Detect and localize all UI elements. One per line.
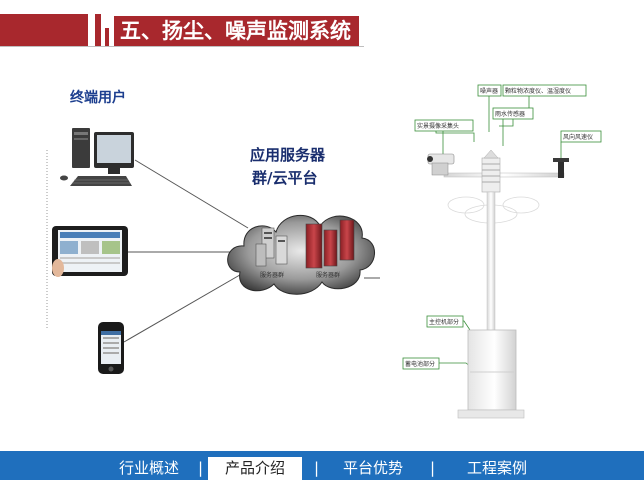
header-decor-band [0, 14, 88, 46]
server-rack-icon [255, 227, 288, 267]
header-decor-bar-short [105, 28, 109, 46]
sensor-arm [443, 172, 565, 178]
server-label-line2: 群/云平台 [252, 169, 318, 187]
link-phone [123, 271, 246, 343]
tab-industry-overview[interactable]: 行业概述 [118, 459, 179, 477]
wind-sensor-icon [553, 158, 569, 178]
desktop-computer-icon [60, 128, 134, 186]
page-title: 五、扬尘、噪声监测系统 [114, 16, 359, 46]
server-rack-red-icon [305, 219, 355, 269]
label-noise: 噪声器 [480, 87, 498, 95]
label-pm-temp-humidity: 颗粒物浓度仪、温湿度仪 [505, 87, 571, 95]
radiation-shield-icon [481, 149, 501, 193]
server-label-line1: 应用服务器 [250, 146, 326, 164]
monitoring-station: 噪声器 颗粒物浓度仪、温湿度仪 雨水传感器 实景摄像采集头 风向风速仪 主控机部… [402, 84, 602, 419]
tab-product-intro[interactable]: 产品介绍 [208, 457, 302, 480]
header-rule [0, 46, 364, 47]
tab-platform-advantages[interactable]: 平台优势 [342, 459, 403, 477]
label-wind: 风向风速仪 [563, 133, 593, 141]
tablet-icon [52, 226, 128, 277]
nav-separator: | [430, 459, 436, 477]
system-diagram: 服务器群 服务器群 噪声器 颗粒物浓度仪、温湿度仪 雨水传感器 实景摄像采集头 [46, 84, 602, 419]
label-camera: 实景摄像采集头 [417, 122, 459, 130]
tab-project-cases[interactable]: 工程案例 [466, 459, 527, 477]
cloud-left-caption: 服务器群 [260, 271, 284, 279]
camera-icon [427, 153, 455, 176]
terminal-users-label: 终端用户 [70, 90, 126, 106]
cloud-icon: 服务器群 服务器群 [227, 214, 375, 295]
bottom-nav: 行业概述 | 产品介绍 | 平台优势 | 工程案例 [0, 451, 644, 480]
label-controller: 主控机部分 [429, 318, 459, 326]
cabinet [467, 329, 517, 411]
smartphone-icon [98, 322, 124, 374]
nav-separator: | [314, 459, 320, 477]
header-decor-bar [95, 14, 101, 46]
label-battery: 蓄电池部分 [405, 360, 435, 368]
nav-separator: | [198, 459, 204, 477]
cabinet-base [457, 409, 525, 419]
link-desktop [134, 159, 249, 229]
connection-lines [123, 159, 380, 343]
cloud-right-caption: 服务器群 [316, 271, 340, 279]
label-rain-sensor: 雨水传感器 [495, 110, 525, 118]
pole [486, 191, 496, 333]
callout-labels: 噪声器 颗粒物浓度仪、温湿度仪 雨水传感器 实景摄像采集头 风向风速仪 主控机部… [402, 84, 602, 370]
